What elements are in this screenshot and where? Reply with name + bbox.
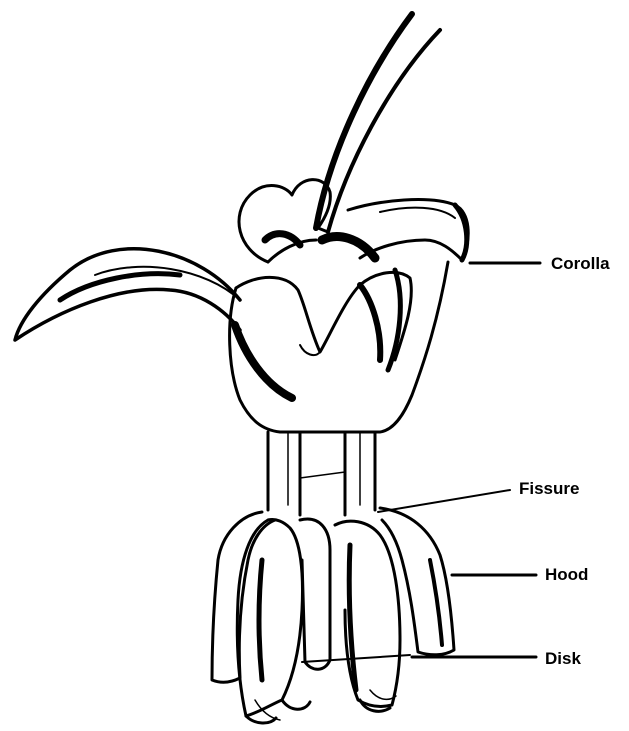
top-lobes: [239, 180, 375, 262]
label-hood: Hood: [545, 565, 588, 585]
label-corolla: Corolla: [551, 254, 610, 274]
corolla-body: [230, 262, 448, 432]
label-disk: Disk: [545, 649, 581, 669]
left-petal: [15, 249, 292, 398]
column: [268, 432, 375, 515]
label-fissure: Fissure: [519, 479, 579, 499]
leader-lines: [378, 263, 540, 657]
leader-fissure: [378, 490, 510, 512]
hoods: [212, 508, 454, 723]
